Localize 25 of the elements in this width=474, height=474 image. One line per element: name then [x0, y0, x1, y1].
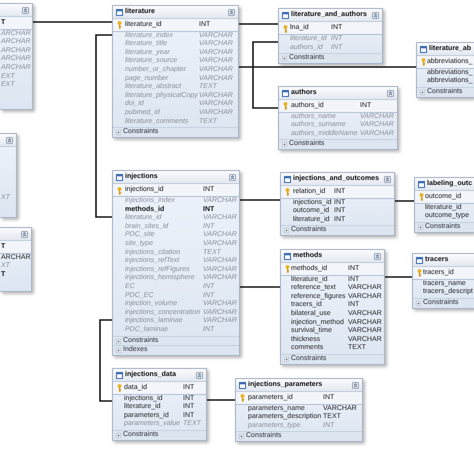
relationship-line [240, 286, 280, 288]
entity-table [235, 378, 363, 442]
entity-table [280, 172, 395, 236]
relationship-line [239, 23, 278, 25]
entity-table [112, 368, 207, 441]
entity-table [0, 2, 33, 110]
relationship-line [99, 319, 112, 402]
entity-table [278, 86, 398, 150]
entity-table [280, 248, 385, 365]
relationship-line [33, 21, 112, 23]
entity-table [0, 133, 17, 218]
entity-table [112, 170, 240, 356]
relationship-line [207, 399, 235, 401]
entity-table [112, 4, 239, 138]
entity-table [412, 252, 474, 309]
entity-table [416, 42, 474, 98]
relationship-line [95, 34, 112, 218]
relationship-line [240, 199, 280, 201]
entity-table [0, 226, 32, 292]
relationship-line [385, 276, 412, 278]
relationship-line [252, 41, 278, 109]
relationship-line [395, 200, 414, 202]
entity-table [414, 176, 474, 233]
relationship-line [239, 66, 416, 68]
entity-table [278, 8, 383, 64]
